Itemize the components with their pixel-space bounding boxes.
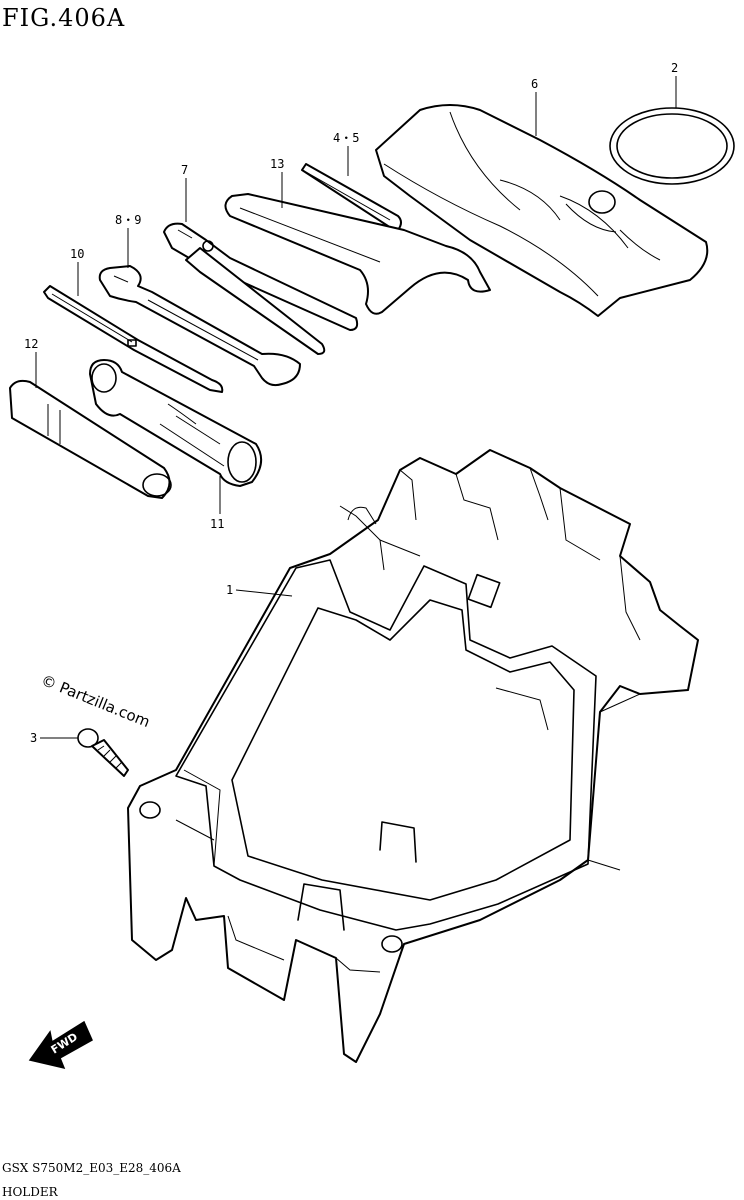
part-11-handle[interactable]	[89, 359, 263, 487]
footer-name: HOLDER	[2, 1185, 59, 1199]
part-13-spanner[interactable]	[224, 193, 491, 315]
callout-3[interactable]: 3	[30, 731, 37, 745]
callout-4-5[interactable]: 4・5	[333, 131, 359, 145]
callout-1[interactable]: 1	[226, 583, 233, 597]
figure-title: FIG.406A	[2, 4, 125, 32]
callout-2[interactable]: 2	[671, 61, 678, 75]
part-12-tube[interactable]	[9, 379, 172, 499]
part-6-tool-bag[interactable]	[375, 104, 709, 317]
part-2-band[interactable]	[609, 107, 735, 185]
callout-11[interactable]: 11	[210, 517, 224, 531]
forward-arrow-icon: FWD	[28, 1020, 93, 1070]
part-3-screw[interactable]	[77, 728, 129, 777]
callout-7[interactable]: 7	[181, 163, 188, 177]
watermark: © Partzilla.com	[39, 671, 153, 731]
callout-8-9[interactable]: 8・9	[115, 213, 141, 227]
callout-6[interactable]: 6	[531, 77, 538, 91]
part-1-holder[interactable]	[127, 449, 699, 1063]
callout-10[interactable]: 10	[70, 247, 84, 261]
part-7-pliers[interactable]	[163, 222, 359, 355]
callout-13[interactable]: 13	[270, 157, 284, 171]
footer-code: GSX S750M2_E03_E28_406A	[2, 1161, 181, 1175]
part-8-9-wrench[interactable]	[98, 265, 301, 387]
part-10-screwdriver[interactable]	[43, 285, 224, 393]
callout-12[interactable]: 12	[24, 337, 38, 351]
